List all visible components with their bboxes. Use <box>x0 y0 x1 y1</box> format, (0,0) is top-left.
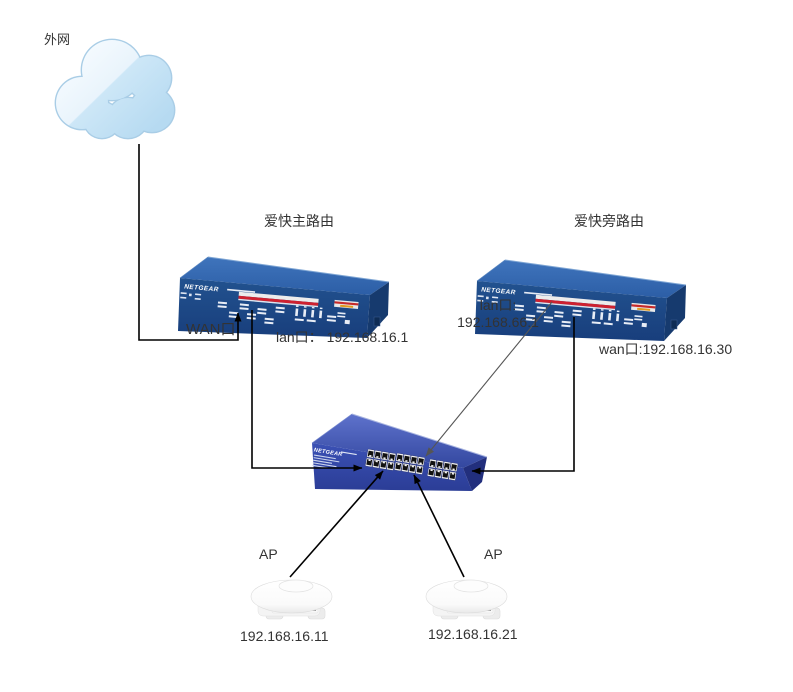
router-side-face <box>367 282 389 338</box>
side-router-lan-label: lan口: 192.168.66.1 <box>450 297 546 331</box>
side-router-wan-label: wan口:192.168.16.30 <box>599 341 733 357</box>
external-network-label: 外网 <box>44 32 71 47</box>
ap1-ip-label: 192.168.16.11 <box>240 628 329 644</box>
router-front-details: NETGEAR <box>477 286 656 328</box>
switch-device: NETGEAR <box>311 413 488 491</box>
switch-port-group-2 <box>394 452 426 475</box>
ap-top-ring <box>278 579 314 593</box>
side-router-lan-label-line2: 192.168.66.1 <box>457 314 539 330</box>
ap-device-1 <box>250 579 333 620</box>
rj45-ports <box>365 448 397 471</box>
ap2-label: AP <box>484 546 503 562</box>
ap2-ip-label: 192.168.16.21 <box>428 626 518 642</box>
ap-device-2 <box>425 579 508 620</box>
netgear-logo: NETGEAR <box>481 286 516 296</box>
switch-port-group-1 <box>365 448 397 471</box>
main-router-lan-label: lan口： 192.168.16.1 <box>276 329 409 345</box>
main-router-wan-port-label: WAN口 <box>186 321 236 338</box>
ap1-label: AP <box>259 546 278 562</box>
side-router-lan-label-line1: lan口: <box>479 297 517 313</box>
cloud-body <box>56 40 174 138</box>
main-router-title: 爱快主路由 <box>264 213 334 229</box>
rj45-ports <box>394 452 426 475</box>
side-router-title: 爱快旁路由 <box>574 213 644 229</box>
cloud-icon <box>54 38 176 140</box>
ap-top-ring <box>453 579 489 593</box>
